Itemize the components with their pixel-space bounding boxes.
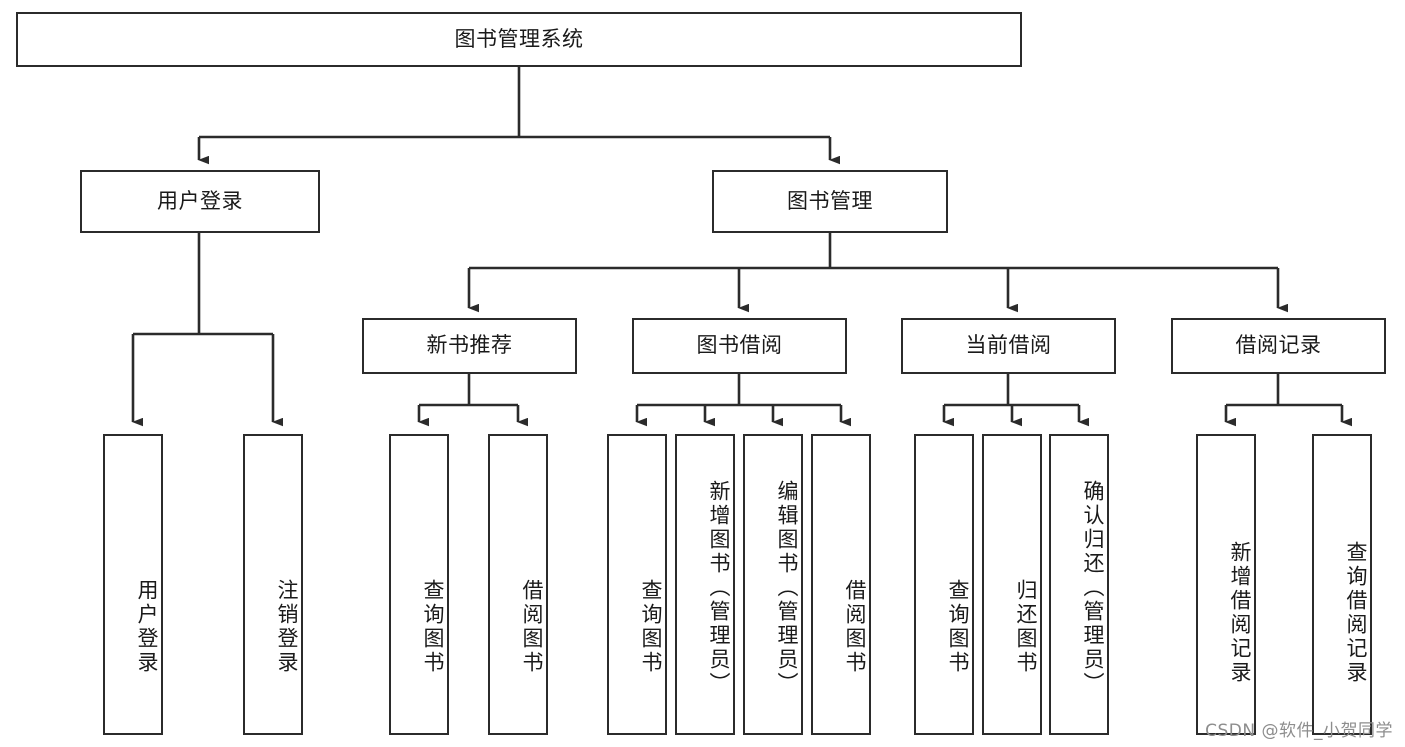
leaf-logout-login[interactable]: 注销登录 [243,434,303,735]
csdn-watermark: CSDN @软件_小贺同学 [1205,721,1393,741]
node-borrow-record[interactable]: 借阅记录 [1171,318,1386,374]
leaf-return-book[interactable]: 归还图书 [982,434,1042,735]
leaf-query-book-borrow[interactable]: 查询图书 [607,434,667,735]
leaf-query-book-recommend[interactable]: 查询图书 [389,434,449,735]
leaf-edit-book-admin[interactable]: 编辑图书（管理员） [743,434,803,735]
leaf-query-book-current[interactable]: 查询图书 [914,434,974,735]
node-user-login[interactable]: 用户登录 [80,170,320,233]
leaf-user-login[interactable]: 用户登录 [103,434,163,735]
leaf-confirm-return-admin[interactable]: 确认归还（管理员） [1049,434,1109,735]
node-current-borrow[interactable]: 当前借阅 [901,318,1116,374]
node-book-manage[interactable]: 图书管理 [712,170,948,233]
node-root-system[interactable]: 图书管理系统 [16,12,1022,67]
leaf-query-borrow-record[interactable]: 查询借阅记录 [1312,434,1372,735]
leaf-borrow-book-recommend[interactable]: 借阅图书 [488,434,548,735]
node-new-book-recommend[interactable]: 新书推荐 [362,318,577,374]
node-book-borrow[interactable]: 图书借阅 [632,318,847,374]
leaf-add-borrow-record[interactable]: 新增借阅记录 [1196,434,1256,735]
leaf-borrow-book-borrow[interactable]: 借阅图书 [811,434,871,735]
leaf-add-book-admin[interactable]: 新增图书（管理员） [675,434,735,735]
